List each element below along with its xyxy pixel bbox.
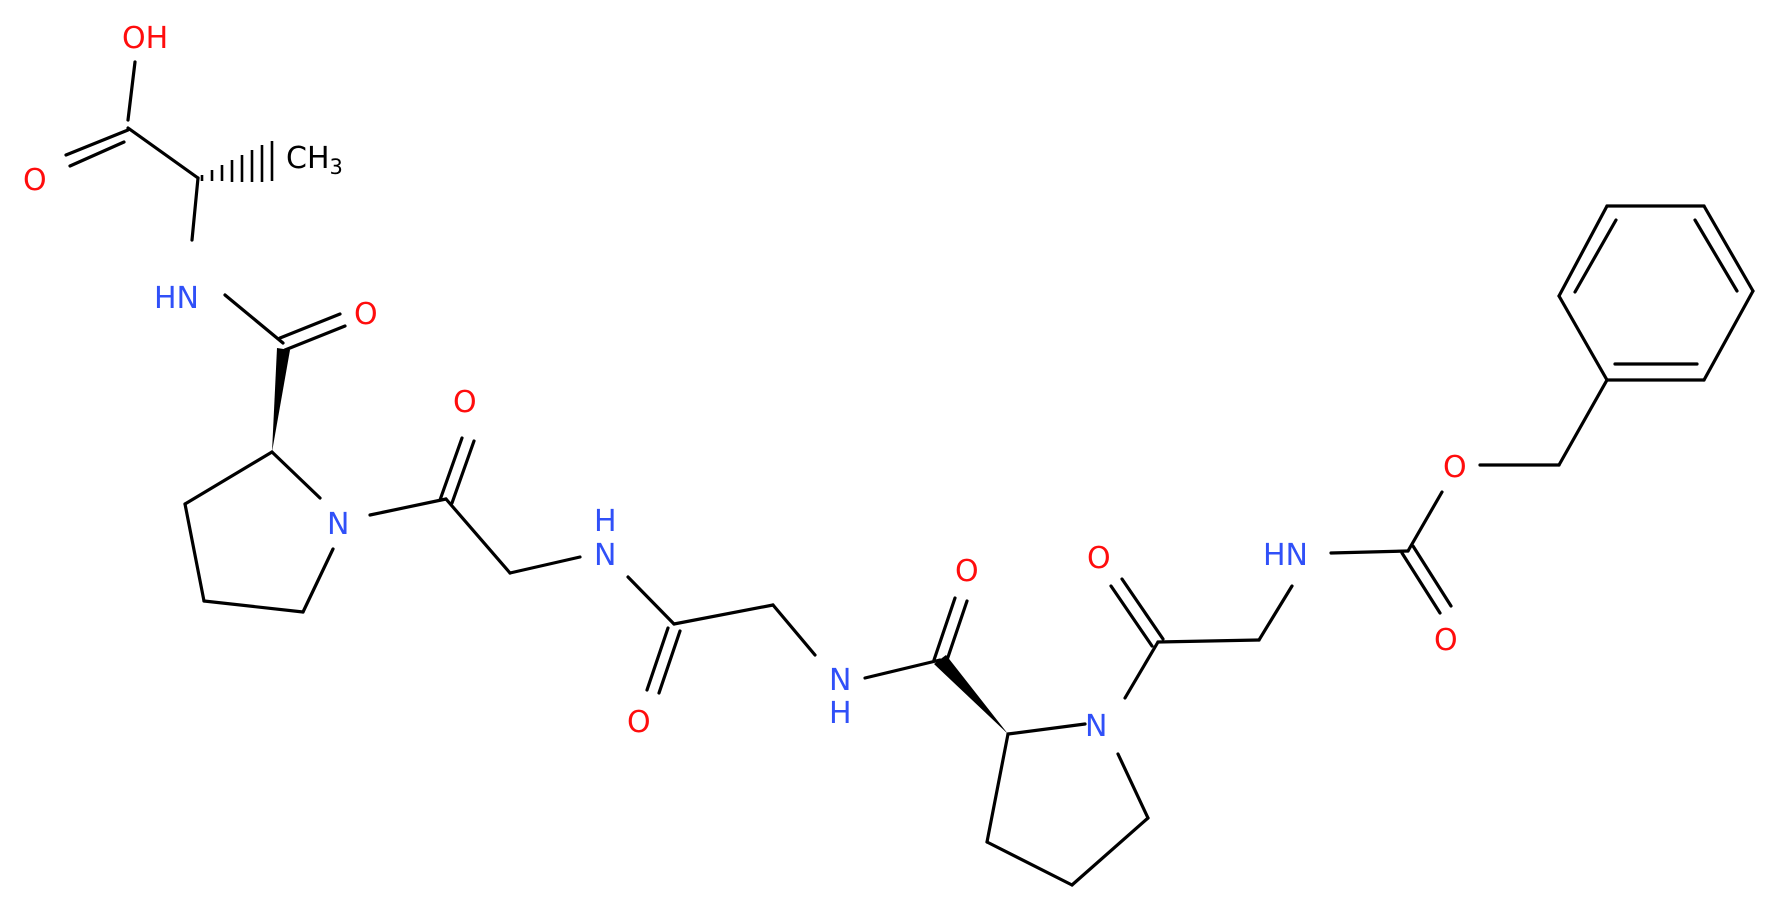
bond-pro1-ring-a [183,450,274,506]
bond-carb-co-1 [1400,551,1442,615]
atom-label-oh: OH [122,21,168,56]
atom-label-o-pro1: O [354,297,378,332]
atom-label-n-pro1: N [327,507,349,542]
bond-carb-o [1406,490,1444,553]
bond-n-carbonyl2 [863,658,942,680]
bond-carbonyl1-o-1 [278,312,342,340]
bond-pro2-co-1 [932,596,957,662]
atom-label-h-gly2: H [829,696,852,731]
atom-label-n-gly2: N [829,663,851,698]
bond-gly3-co-1 [1109,584,1154,648]
bond-acid-carbonyl-2 [68,140,126,168]
bond-ph-5 [1702,289,1755,382]
bond-n-carbonyl1 [223,293,285,345]
bond-ph-4 [1702,204,1755,293]
bond-gly3-co-2 [1120,577,1165,641]
bonds [64,60,1755,887]
bond-pro1-ring-e [270,450,322,500]
atom-label-n-pro2: N [1085,709,1107,744]
bond-oh-c [126,60,137,122]
atom-label-n-gly1: N [594,538,616,573]
bond-carb-co-2 [1411,544,1453,608]
bond-gly1-co-2 [450,439,476,505]
bond-gly3-ch2-n [1257,584,1294,642]
atom-label-o-pro2: O [955,554,979,589]
bond-pro1-ring-d [301,547,335,614]
bond-gly2-co-2 [657,629,682,695]
wedge-bond-pro2 [934,655,1008,734]
bond-ch2-ph [1557,378,1609,467]
atom-label-o-gly2: O [627,705,651,740]
bond-calpha-n [190,176,200,242]
atom-label-o-acid: O [23,163,47,198]
bond-pro2-co-2 [944,599,969,665]
bond-ph-inner-1 [1573,218,1618,294]
bond-ph-1 [1557,294,1609,382]
bond-acid-carbonyl-1 [64,128,130,157]
atom-label-o-gly1: O [453,385,477,420]
bond-ph-2 [1557,204,1609,298]
bond-pro2-ring-e [985,732,1010,844]
atom-label-ch3: CH3 [286,141,343,179]
bond-carbonyl1-o-2 [283,324,347,352]
bond-npro2-carbonyl [1123,640,1160,700]
bond-npro1-carbonyl [368,497,448,517]
atom-label-o-carb: O [1434,623,1458,658]
bond-gly2-ch2-n [771,603,817,657]
bond-pro2-ring-a [1006,722,1087,736]
atom-label-hn-cbz: HN [1263,538,1308,573]
bond-gly1-co-1 [438,436,464,502]
bond-gly1-ch2-n [508,555,582,575]
atom-labels: OH O CH3 HN O O N H N O O N H O N HN O O [23,21,1467,744]
bond-gly1-ch2 [444,497,512,575]
bond-pro2-ring-c [1070,816,1150,887]
atom-label-o-cbz: O [1443,450,1467,485]
wedge-bond-pro1 [272,348,290,452]
bond-acid-c-calpha [126,126,200,180]
bond-gly2-co-1 [645,626,670,692]
bond-gly2-c-ch2 [672,603,775,626]
bond-nh-carb [1329,549,1410,555]
bond-pro2-ring-d [985,840,1074,887]
bond-pro1-ring-c [202,599,305,614]
bond-ph-inner-2 [1693,218,1739,293]
atom-label-o-gly3: O [1087,541,1111,576]
hash-bond-methyl [200,141,274,182]
bond-pro1-ring-b [183,502,206,603]
bond-n-gly2c [626,575,676,626]
atom-label-hn-ala: HN [154,281,199,316]
bond-pro2-ring-b [1116,752,1150,820]
bond-gly3-c-ch2 [1156,638,1261,644]
atom-label-h-gly1: H [594,504,617,539]
